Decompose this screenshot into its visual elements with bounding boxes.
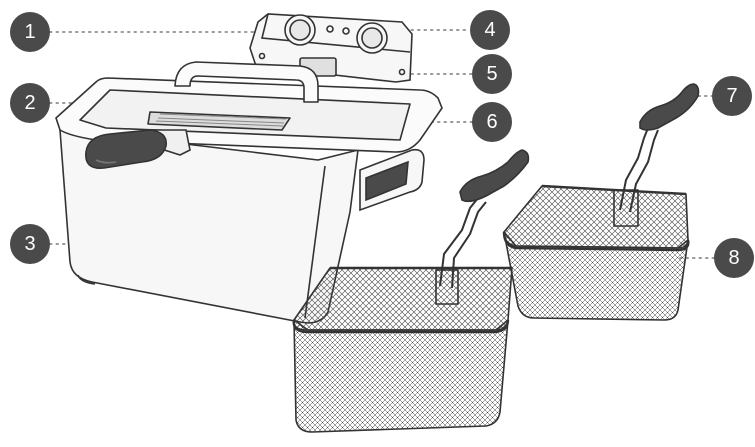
callout-1: 1 bbox=[10, 12, 50, 52]
callout-5: 5 bbox=[472, 54, 512, 94]
callout-2: 2 bbox=[10, 83, 50, 123]
callout-7: 7 bbox=[712, 76, 752, 116]
basket-back bbox=[502, 83, 700, 321]
front-handle bbox=[85, 129, 191, 169]
callout-3: 3 bbox=[10, 224, 50, 264]
callout-8: 8 bbox=[714, 238, 754, 278]
basket-front bbox=[292, 149, 530, 433]
callout-6: 6 bbox=[472, 102, 512, 142]
side-handle bbox=[359, 148, 425, 212]
callout-4: 4 bbox=[470, 10, 510, 50]
